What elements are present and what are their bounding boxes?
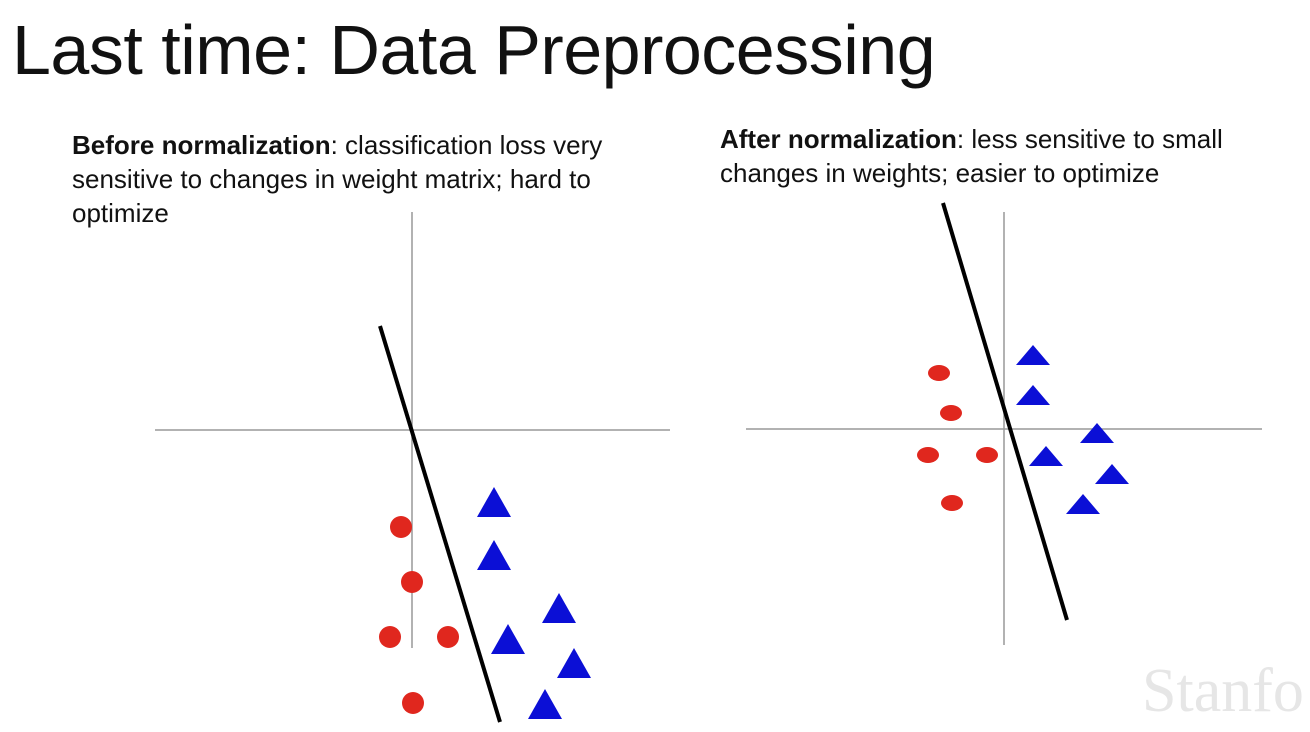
before-triangle-class bbox=[477, 487, 591, 719]
after-normalization-plot bbox=[746, 202, 1262, 645]
after-normalization-text: : less sensitive to small changes in wei… bbox=[720, 124, 1223, 188]
before-triangle-point bbox=[528, 689, 562, 719]
before-normalization-heading: Before normalization bbox=[72, 130, 331, 160]
after-triangle-class bbox=[1016, 345, 1129, 514]
after-normalization-caption: After normalization: less sensitive to s… bbox=[720, 122, 1310, 190]
stanford-watermark: Stanfo bbox=[1142, 657, 1304, 725]
after-circle-point bbox=[940, 405, 962, 421]
after-circle-point bbox=[917, 447, 939, 463]
before-triangle-point bbox=[491, 624, 525, 654]
after-normalization-heading: After normalization bbox=[720, 124, 957, 154]
after-triangle-point bbox=[1029, 446, 1063, 466]
before-triangle-point bbox=[477, 487, 511, 517]
after-triangle-point bbox=[1080, 423, 1114, 443]
before-decision-boundary bbox=[378, 325, 502, 723]
after-circle-point bbox=[976, 447, 998, 463]
after-decision-boundary bbox=[941, 202, 1069, 621]
after-triangle-point bbox=[1016, 345, 1050, 365]
after-triangle-point bbox=[1016, 385, 1050, 405]
after-circle-class bbox=[917, 365, 998, 511]
after-circle-point bbox=[928, 365, 950, 381]
before-circle-point bbox=[401, 571, 423, 593]
before-triangle-point bbox=[542, 593, 576, 623]
after-triangle-point bbox=[1066, 494, 1100, 514]
before-circle-class bbox=[379, 516, 459, 714]
before-normalization-plot bbox=[155, 212, 670, 723]
before-normalization-text: : classification loss very sensitive to … bbox=[72, 130, 603, 228]
before-circle-point bbox=[390, 516, 412, 538]
before-triangle-point bbox=[477, 540, 511, 570]
after-circle-point bbox=[941, 495, 963, 511]
slide-title: Last time: Data Preprocessing bbox=[12, 11, 936, 89]
before-circle-point bbox=[402, 692, 424, 714]
after-triangle-point bbox=[1095, 464, 1129, 484]
before-normalization-caption: Before normalization: classification los… bbox=[72, 128, 652, 230]
before-triangle-point bbox=[557, 648, 591, 678]
before-circle-point bbox=[379, 626, 401, 648]
before-circle-point bbox=[437, 626, 459, 648]
